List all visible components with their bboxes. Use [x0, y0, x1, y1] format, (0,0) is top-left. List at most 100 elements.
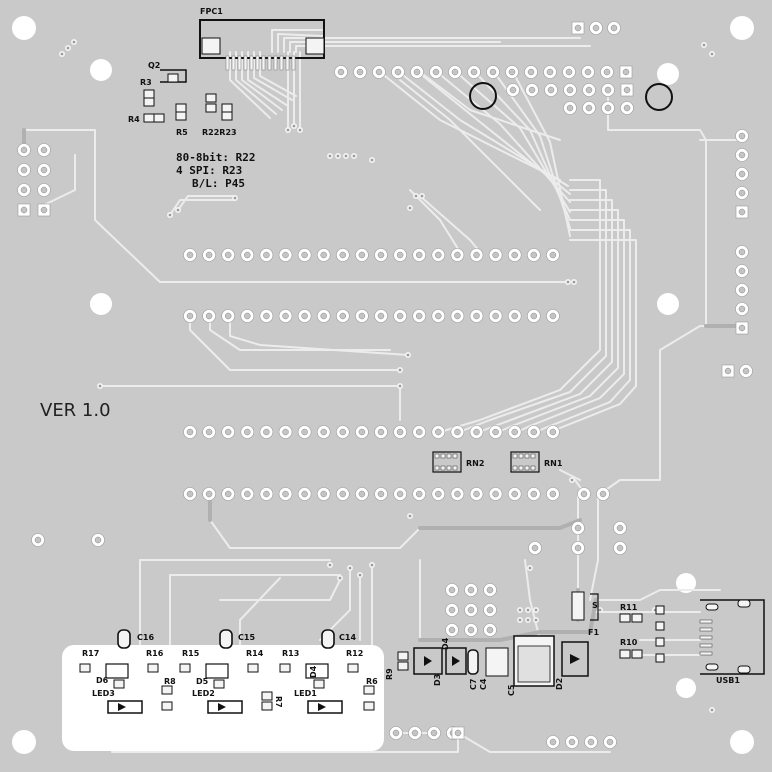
d5-label: D5 — [196, 677, 209, 686]
round-pad — [546, 735, 560, 749]
round-pad — [412, 487, 427, 501]
square-pad — [619, 65, 633, 79]
svg-text:S: S — [592, 601, 598, 610]
round-pad — [582, 83, 596, 97]
round-pad — [393, 248, 407, 262]
round-pad — [410, 65, 424, 79]
round-pad — [507, 248, 522, 262]
round-pad — [582, 101, 596, 115]
round-pad — [507, 487, 522, 501]
round-pad — [464, 603, 478, 617]
r11-label: R11 — [620, 603, 638, 612]
round-pad — [412, 425, 427, 439]
mounting-hole — [657, 293, 679, 315]
round-pad — [278, 309, 293, 323]
round-pad — [524, 65, 538, 79]
round-pad — [735, 148, 749, 162]
r7-label: R7 — [274, 696, 283, 708]
round-pad — [546, 487, 560, 501]
d2-label: D2 — [555, 678, 564, 690]
config-notes: 80-8bit: R22 4 SPI: R23 B/L: P45 — [176, 151, 255, 190]
round-pad — [259, 425, 274, 439]
round-pad — [278, 425, 293, 439]
led-panel — [62, 645, 384, 751]
round-pad — [562, 65, 576, 79]
usb-section: R11 R10 USB1 — [619, 599, 765, 685]
round-pad — [584, 735, 598, 749]
mounting-hole — [90, 59, 112, 81]
mounting-hole — [657, 63, 679, 85]
round-pad — [431, 487, 446, 501]
round-pad — [374, 248, 388, 262]
d4-label-lower: D4 — [309, 665, 318, 678]
round-pad — [393, 487, 407, 501]
round-pad — [412, 248, 427, 262]
trace-layer — [23, 29, 741, 753]
round-pad — [735, 302, 749, 316]
round-pad — [240, 487, 255, 501]
round-pad — [431, 309, 446, 323]
round-pad — [546, 248, 560, 262]
resistor-networks: RN2 RN1 — [432, 451, 563, 473]
round-pad — [183, 248, 197, 262]
round-pad — [31, 533, 45, 547]
round-pad — [507, 425, 522, 439]
round-pad — [202, 248, 216, 262]
round-pad — [240, 248, 255, 262]
note-line-2: 4 SPI: R23 — [176, 164, 242, 177]
version-label: VER 1.0 — [40, 400, 111, 421]
round-pad — [450, 309, 465, 323]
round-pad — [445, 583, 459, 597]
d6-label: D6 — [96, 676, 109, 685]
round-pad — [546, 425, 560, 439]
round-pad — [601, 83, 615, 97]
round-pad — [735, 283, 749, 297]
round-pad — [543, 65, 557, 79]
fpc-label: FPC1 — [200, 7, 223, 16]
mounting-hole — [676, 573, 696, 593]
rn1-label: RN1 — [544, 459, 563, 468]
round-pad — [469, 425, 484, 439]
square-pad — [620, 83, 634, 97]
round-pad — [506, 83, 520, 97]
round-pad — [335, 309, 350, 323]
round-pad — [297, 425, 312, 439]
round-pad — [393, 309, 407, 323]
r16-label: R16 — [146, 649, 164, 658]
round-pad — [202, 487, 216, 501]
r22-r23-label: R22R23 — [202, 128, 237, 137]
round-pad — [355, 309, 369, 323]
round-pad — [389, 726, 403, 740]
round-pad — [297, 309, 312, 323]
round-pad — [735, 245, 749, 259]
pads-layer — [17, 21, 753, 749]
round-pad — [202, 309, 216, 323]
round-pad — [91, 533, 105, 547]
round-pad — [17, 163, 31, 177]
round-pad — [429, 65, 443, 79]
round-pad — [450, 425, 465, 439]
round-pad — [505, 65, 519, 79]
round-pad — [464, 623, 478, 637]
square-pad — [571, 21, 585, 35]
round-pad — [577, 487, 591, 501]
round-pad — [469, 248, 484, 262]
round-pad — [355, 487, 369, 501]
r15-label: R15 — [182, 649, 200, 658]
c7-label: C7 — [469, 679, 478, 690]
r13-label: R13 — [282, 649, 299, 658]
round-pad — [355, 248, 369, 262]
round-pad — [316, 425, 331, 439]
c14-label: C14 — [339, 633, 356, 642]
square-pad — [17, 203, 31, 217]
round-pad — [297, 248, 312, 262]
r5-label: R5 — [176, 128, 188, 137]
round-pad — [445, 623, 459, 637]
round-pad — [374, 425, 388, 439]
round-pad — [735, 129, 749, 143]
round-pad — [735, 167, 749, 181]
round-pad — [316, 248, 331, 262]
mounting-hole — [676, 678, 696, 698]
round-pad — [427, 726, 441, 740]
round-pad — [393, 425, 407, 439]
